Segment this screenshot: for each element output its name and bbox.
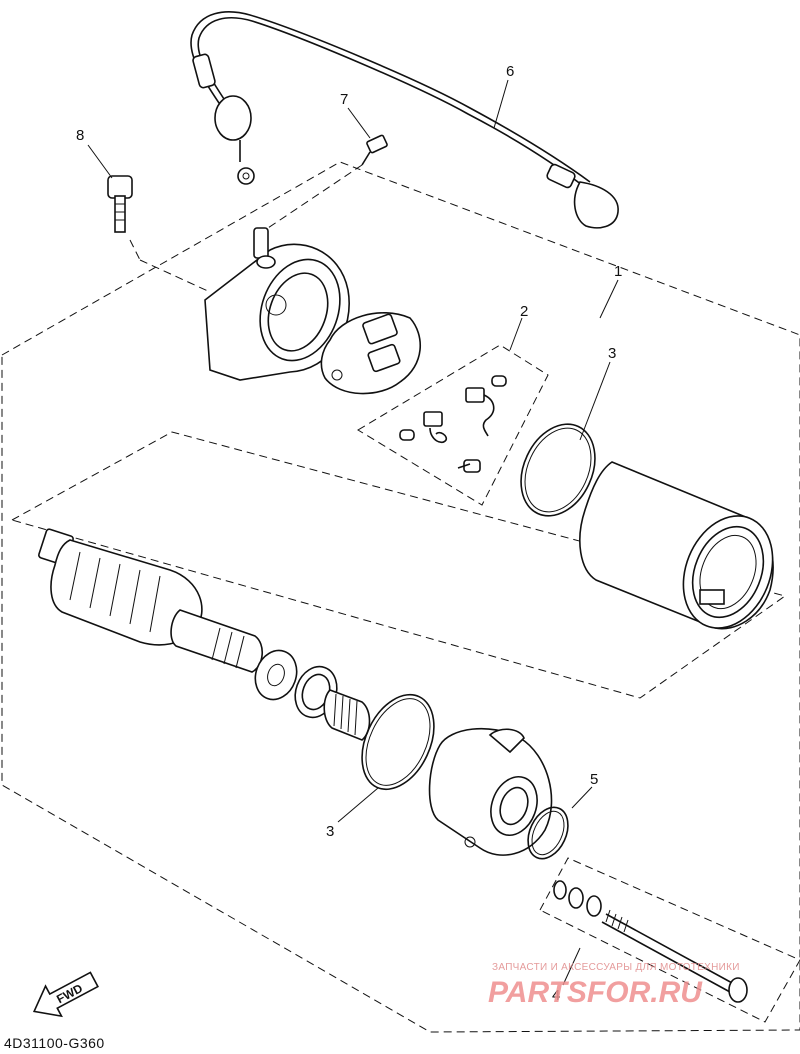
watermark: ЗАПЧАСТИ И АКСЕССУАРЫ ДЛЯ МОТОТЕХНИКИ PA… — [488, 962, 740, 1009]
bolt-kit-contents — [553, 880, 748, 1003]
callout-3-lower: 3 — [326, 823, 334, 840]
callout-6: 6 — [506, 63, 514, 80]
rear-cover — [204, 227, 350, 381]
armature — [38, 528, 263, 673]
watermark-brand: PARTSFOR.RU — [488, 976, 703, 1009]
watermark-tagline: ЗАПЧАСТИ И АКСЕССУАРЫ ДЛЯ МОТОТЕХНИКИ — [492, 962, 740, 973]
callout-2: 2 — [520, 303, 528, 320]
washer — [254, 649, 298, 701]
yoke-housing — [579, 461, 774, 630]
callout-1: 1 — [614, 263, 622, 280]
bolt-kit-outline-part-4 — [539, 857, 800, 1023]
needle-bearing — [323, 689, 371, 741]
leader-1 — [599, 279, 619, 319]
screw-part-7 — [261, 134, 388, 233]
leader-4 — [562, 947, 581, 986]
bolt-part-8 — [107, 175, 211, 293]
leader-8 — [87, 144, 113, 179]
leader-2 — [509, 317, 523, 351]
callout-7: 7 — [340, 91, 348, 108]
brush-kit-contents — [399, 375, 507, 473]
o-ring-upper-part-3 — [520, 423, 596, 517]
callout-4: 4 — [552, 987, 560, 1004]
leader-3-upper — [579, 361, 611, 441]
leader-3-lower — [337, 787, 379, 823]
leader-7 — [347, 107, 371, 139]
starter-cable-part-6 — [190, 11, 619, 229]
fwd-arrow-icon: FWD — [32, 971, 99, 1018]
brush-kit-outline-part-2 — [357, 344, 549, 506]
armature-group-outline — [10, 431, 787, 699]
o-ring-lower-part-3 — [361, 693, 435, 791]
callout-8: 8 — [76, 127, 84, 144]
front-cover — [428, 727, 553, 856]
callout-3-upper: 3 — [608, 345, 616, 362]
diagram-code: 4D31100-G360 — [4, 1035, 105, 1051]
leader-6 — [493, 79, 509, 129]
brush-holder — [320, 312, 421, 395]
o-ring-part-5 — [527, 806, 569, 860]
callout-5: 5 — [590, 771, 598, 788]
leader-5 — [571, 786, 593, 809]
